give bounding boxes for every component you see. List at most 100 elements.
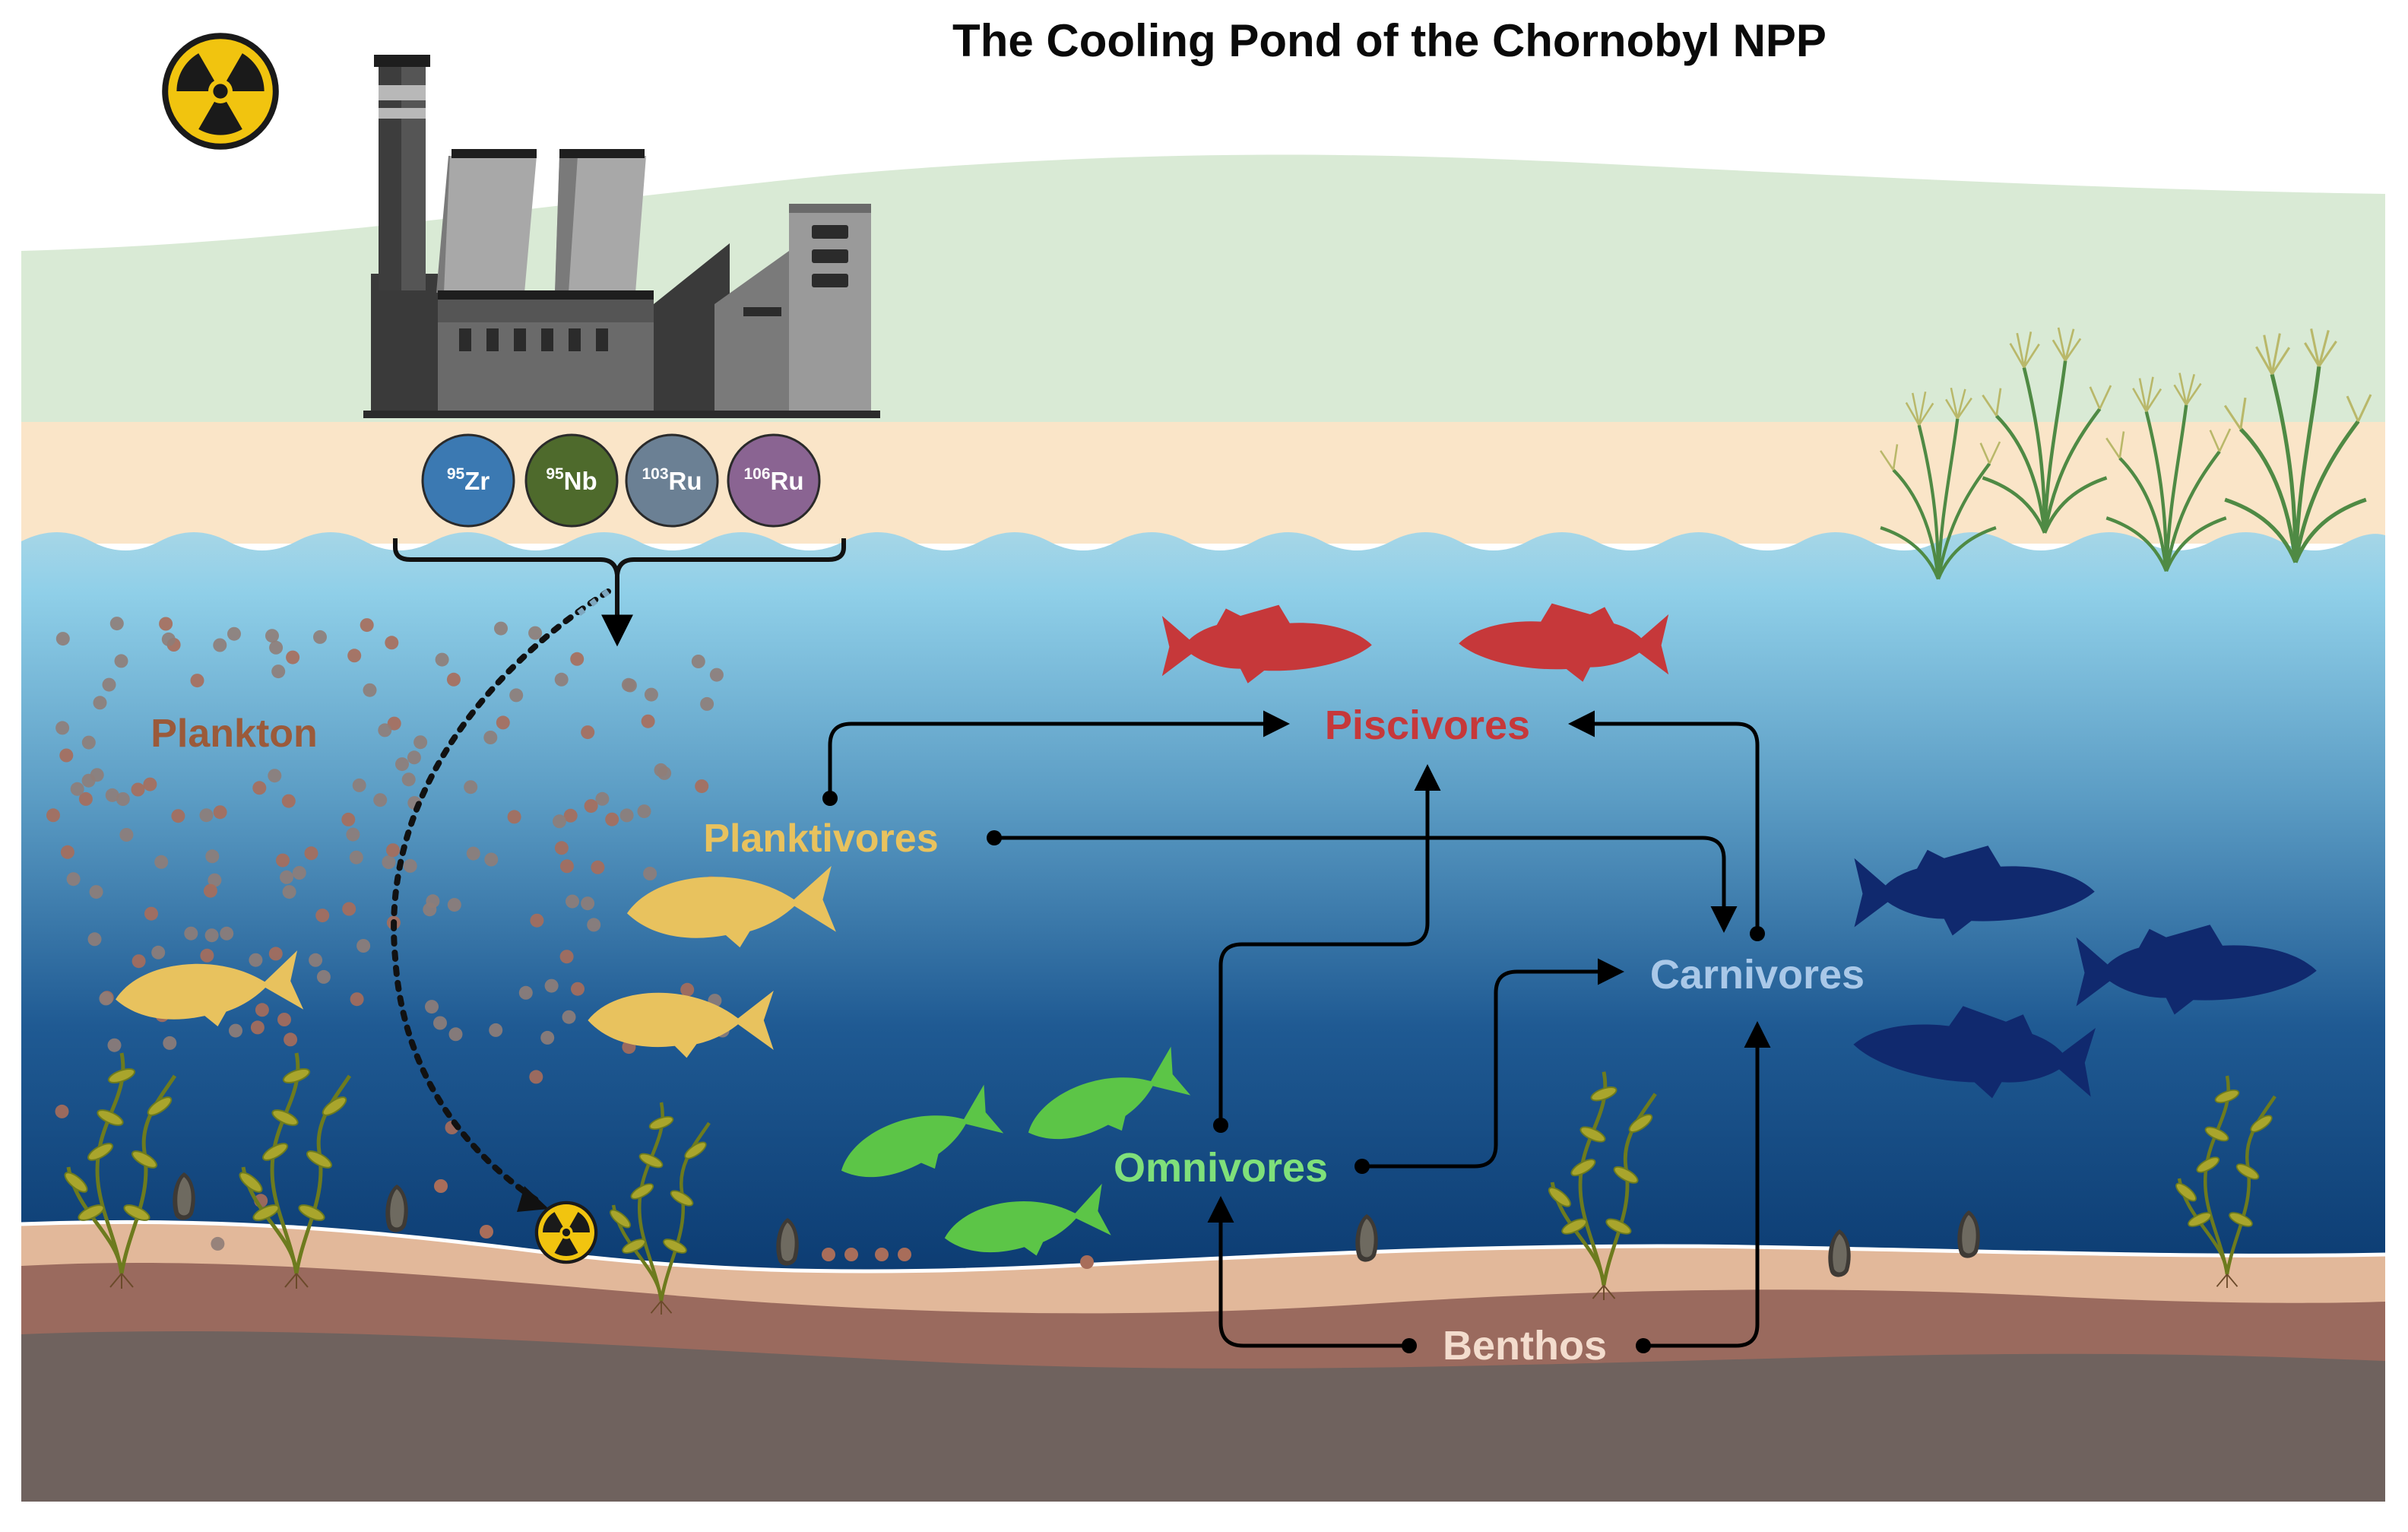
food-web-connectors <box>828 710 1771 1348</box>
plankton-particle <box>203 883 217 898</box>
plankton-particle <box>55 721 70 735</box>
plankton-particle <box>107 1038 122 1052</box>
plankton-particle <box>81 735 96 750</box>
plankton-particle <box>554 841 569 855</box>
plankton-particle <box>220 926 234 940</box>
isotope-mass: 106 <box>743 465 770 483</box>
plankton-particle <box>268 769 282 783</box>
plankton-particle <box>144 906 158 921</box>
plankton-particle <box>163 1036 177 1050</box>
plankton-particle <box>483 731 498 744</box>
plankton-particle <box>143 777 157 791</box>
plankton-particle <box>385 636 399 650</box>
plankton-particle <box>313 630 327 644</box>
plankton-particle <box>563 808 578 823</box>
plankton-particle <box>386 843 400 858</box>
plankton-particle <box>70 782 84 796</box>
plankton-particle <box>352 778 366 792</box>
plankton-particle <box>691 655 705 668</box>
plankton-particle <box>426 894 440 909</box>
label-benthos: Benthos <box>1443 1323 1607 1369</box>
plankton-particle <box>378 723 392 737</box>
plankton-particle <box>154 855 169 869</box>
plankton-particle <box>281 794 296 808</box>
isotope-mass: 103 <box>642 465 668 483</box>
plankton-particle <box>403 858 417 873</box>
plankton-particle <box>587 918 601 932</box>
plankton-particle <box>116 792 130 806</box>
plankton-particle <box>407 750 421 765</box>
plankton-particle <box>55 632 70 646</box>
plankton-particle <box>204 928 219 943</box>
plankton-particle <box>898 1248 911 1261</box>
plankton-particle <box>433 1016 447 1030</box>
plankton-particle <box>619 808 634 823</box>
plankton-particle <box>709 668 724 682</box>
plankton-particle <box>425 1000 439 1014</box>
plankton-particle <box>341 812 356 826</box>
plankton-particle <box>205 849 220 864</box>
plankton-particle <box>131 954 146 969</box>
plankton-particles <box>46 617 1094 1269</box>
plankton-particle <box>382 855 396 869</box>
plankton-particle <box>605 812 619 826</box>
plankton-particle <box>466 846 480 861</box>
plankton-particle <box>184 926 198 940</box>
svg-text:95Zr: 95Zr <box>447 465 490 495</box>
plankton-particle <box>540 1030 555 1045</box>
plankton-particle <box>401 772 416 787</box>
plankton-particle <box>448 1027 463 1042</box>
label-omnivores: Omnivores <box>1114 1145 1328 1191</box>
plankton-particle <box>446 672 461 687</box>
plankton-particle <box>46 808 60 823</box>
plankton-particle <box>89 885 103 899</box>
isotope-symbol: Ru <box>669 467 702 495</box>
plankton-particle <box>119 828 134 842</box>
isotope-nb95: 95Nb <box>524 433 619 528</box>
plankton-particle <box>528 626 543 640</box>
plankton-particle <box>464 780 478 795</box>
sediment-edge <box>21 1220 2386 1273</box>
plankton-particle <box>227 626 241 641</box>
plankton-particle <box>200 948 214 963</box>
plankton-particle <box>114 654 128 668</box>
isotope-mass: 95 <box>447 465 465 483</box>
plankton-particle <box>494 621 508 636</box>
plankton-particle <box>822 1248 835 1261</box>
power-plant-icon <box>363 55 880 418</box>
water-body <box>21 532 2385 1293</box>
sedimentation-arrow <box>391 588 611 1203</box>
plankton-particle <box>554 672 569 687</box>
plankton-particle <box>109 617 124 631</box>
plankton-particle <box>282 885 296 899</box>
plankton-particle <box>559 859 574 874</box>
plankton-particle <box>447 898 461 912</box>
plankton-particle <box>280 870 293 884</box>
plankton-particle <box>373 793 388 807</box>
plankton-particle <box>268 947 283 961</box>
plankton-particle <box>161 632 176 646</box>
plankton-particle <box>229 1023 242 1038</box>
plankton-particle <box>509 688 524 703</box>
plankton-particle <box>309 953 323 967</box>
plankton-particle <box>81 773 96 788</box>
plankton-particle <box>595 791 610 806</box>
plankton-particle <box>304 846 318 861</box>
plankton-particle <box>190 674 204 688</box>
plankton-particle <box>342 902 356 916</box>
plankton-particle <box>277 1013 291 1026</box>
radiation-icon <box>162 33 279 150</box>
label-carnivores: Carnivores <box>1650 952 1865 998</box>
plankton-particle <box>875 1248 889 1261</box>
plankton-particle <box>641 714 655 728</box>
plankton-particle <box>581 725 595 740</box>
isotope-mass: 95 <box>546 465 564 483</box>
plankton-particle <box>700 696 714 711</box>
plankton-particle <box>350 992 364 1007</box>
plankton-particle <box>480 1225 493 1239</box>
isotope-ru103: 103Ru <box>625 433 719 528</box>
plankton-particle <box>434 1179 448 1193</box>
plankton-particle <box>484 852 499 867</box>
plankton-particle <box>360 618 374 633</box>
